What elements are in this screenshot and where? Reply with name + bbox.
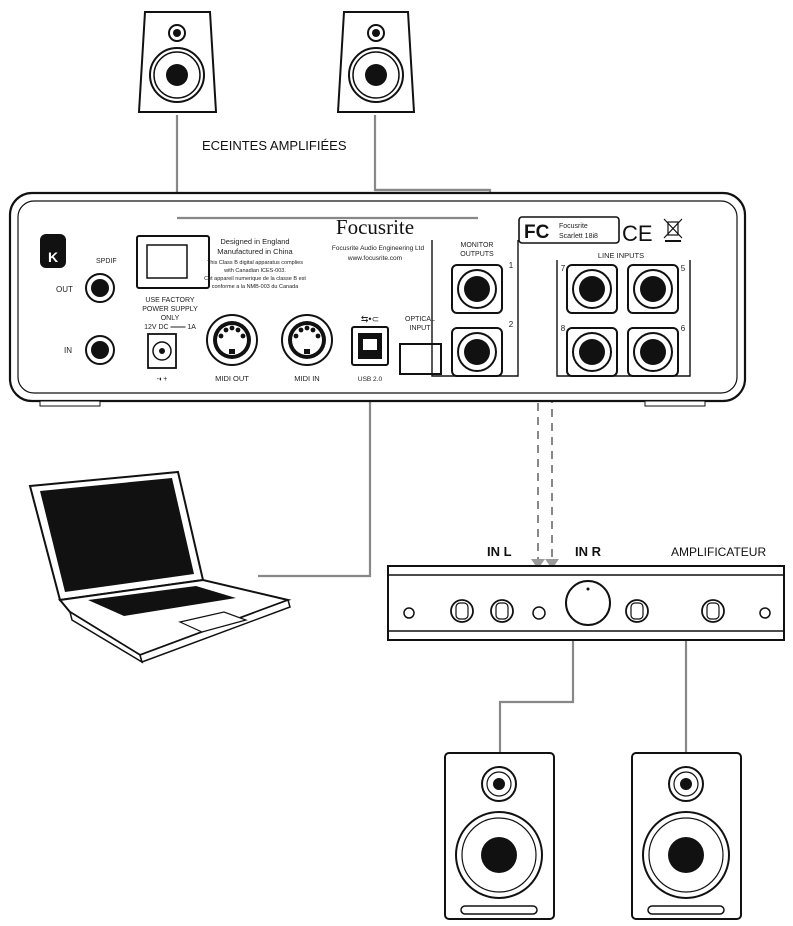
jack-8-number: 8: [561, 324, 566, 333]
spdif-label: SPDIF: [96, 258, 117, 265]
line-input-8[interactable]: [566, 327, 618, 377]
in-l-label: IN L: [487, 544, 512, 559]
fcc-logo: FC: [524, 222, 550, 243]
jack-7-number: 7: [561, 264, 566, 273]
optical-input-port[interactable]: [399, 343, 442, 375]
optical-label-1: OPTICAL: [405, 316, 435, 323]
usb-port[interactable]: [351, 326, 389, 366]
amp-knob-2[interactable]: [490, 599, 514, 623]
line-inputs-label: LINE INPUTS: [598, 251, 644, 260]
amp-knob-1[interactable]: [450, 599, 474, 623]
amplifier: [387, 565, 785, 641]
line-input-5[interactable]: [627, 264, 679, 314]
amp-knob-3[interactable]: [625, 599, 649, 623]
jack-6-number: 6: [681, 324, 686, 333]
usb-icon: ⇆•⊂: [361, 314, 379, 324]
arrowhead-in-r: [545, 559, 559, 569]
laptop-screen: [40, 478, 194, 592]
laptop-trackpad: [178, 611, 248, 633]
model-line-1: Focusrite: [559, 223, 588, 230]
monitor-label-1: MONITOR: [461, 242, 494, 249]
amp-knob-4[interactable]: [701, 599, 725, 623]
laptop-keyboard: [88, 586, 236, 616]
midi-out-port[interactable]: [206, 314, 258, 366]
in-r-label: IN R: [575, 544, 602, 559]
k-badge: [40, 234, 66, 268]
jack-1-number: 1: [509, 261, 514, 270]
power-label-2: POWER SUPPLY: [142, 306, 198, 313]
monitor-output-1[interactable]: [451, 264, 503, 314]
spdif-in-label: IN: [64, 346, 72, 355]
compliance-line-2: with Canadian ICES-003.: [223, 268, 286, 274]
compliance-line-1: This Class B digital apparatus complies: [207, 260, 303, 266]
website: www.focusrite.com: [347, 255, 402, 262]
powered-speakers-label: ECEINTES AMPLIFIÉES: [202, 138, 347, 153]
audio-interface-rear-panel: K SPDIF OUT IN USE FACTORY POWER SUPPLY …: [8, 188, 747, 407]
origin-line-2: Manufactured in China: [217, 247, 293, 256]
origin-line-1: Designed in England: [220, 237, 289, 246]
passive-speaker-right: [631, 752, 742, 920]
compliance-line-3: Cet appareil numerique de la classe B es…: [204, 276, 306, 282]
weee-bin-icon: [663, 218, 683, 242]
dc-power-jack[interactable]: [147, 333, 177, 369]
power-label-3: ONLY: [161, 315, 180, 322]
passive-speaker-left: [444, 752, 555, 920]
cable-usb-laptop: [258, 370, 372, 578]
k-badge-text: K: [48, 249, 58, 265]
midi-in-label: MIDI IN: [294, 374, 319, 383]
model-line-2: Scarlett 18i8: [559, 233, 598, 240]
brand-logo: Focusrite: [336, 215, 414, 239]
jack-5-number: 5: [681, 264, 686, 273]
monitor-label-2: OUTPUTS: [460, 251, 494, 258]
midi-out-label: MIDI OUT: [215, 374, 249, 383]
spdif-out-jack[interactable]: [85, 273, 115, 303]
dc-polarity-icon: -◐+: [157, 376, 168, 383]
ce-logo: CE: [622, 221, 653, 246]
power-label-4: 12V DC ═══ 1A: [144, 324, 196, 331]
line-input-7[interactable]: [566, 264, 618, 314]
monitor-output-2[interactable]: [451, 327, 503, 377]
midi-in-port[interactable]: [281, 314, 333, 366]
arrowhead-in-l: [531, 559, 545, 569]
amp-volume-knob[interactable]: [565, 580, 611, 626]
power-switch[interactable]: [136, 235, 210, 289]
usb-label: USB 2.0: [358, 376, 383, 383]
company-name: Focusrite Audio Engineering Ltd: [332, 245, 425, 252]
power-label-1: USE FACTORY: [145, 297, 194, 304]
powered-speaker-right: [336, 11, 416, 113]
spdif-in-jack[interactable]: [85, 335, 115, 365]
compliance-line-4: conforme a la NMB-003 du Canada: [212, 284, 299, 290]
amplifier-label: AMPLIFICATEUR: [671, 545, 766, 559]
powered-speaker-left: [137, 11, 218, 113]
spdif-out-label: OUT: [56, 285, 73, 294]
line-input-6[interactable]: [627, 327, 679, 377]
optical-label-2: INPUT: [410, 325, 432, 332]
cable-amp-left-speaker: [498, 640, 575, 752]
laptop: [28, 470, 292, 664]
jack-2-number: 2: [509, 320, 514, 329]
